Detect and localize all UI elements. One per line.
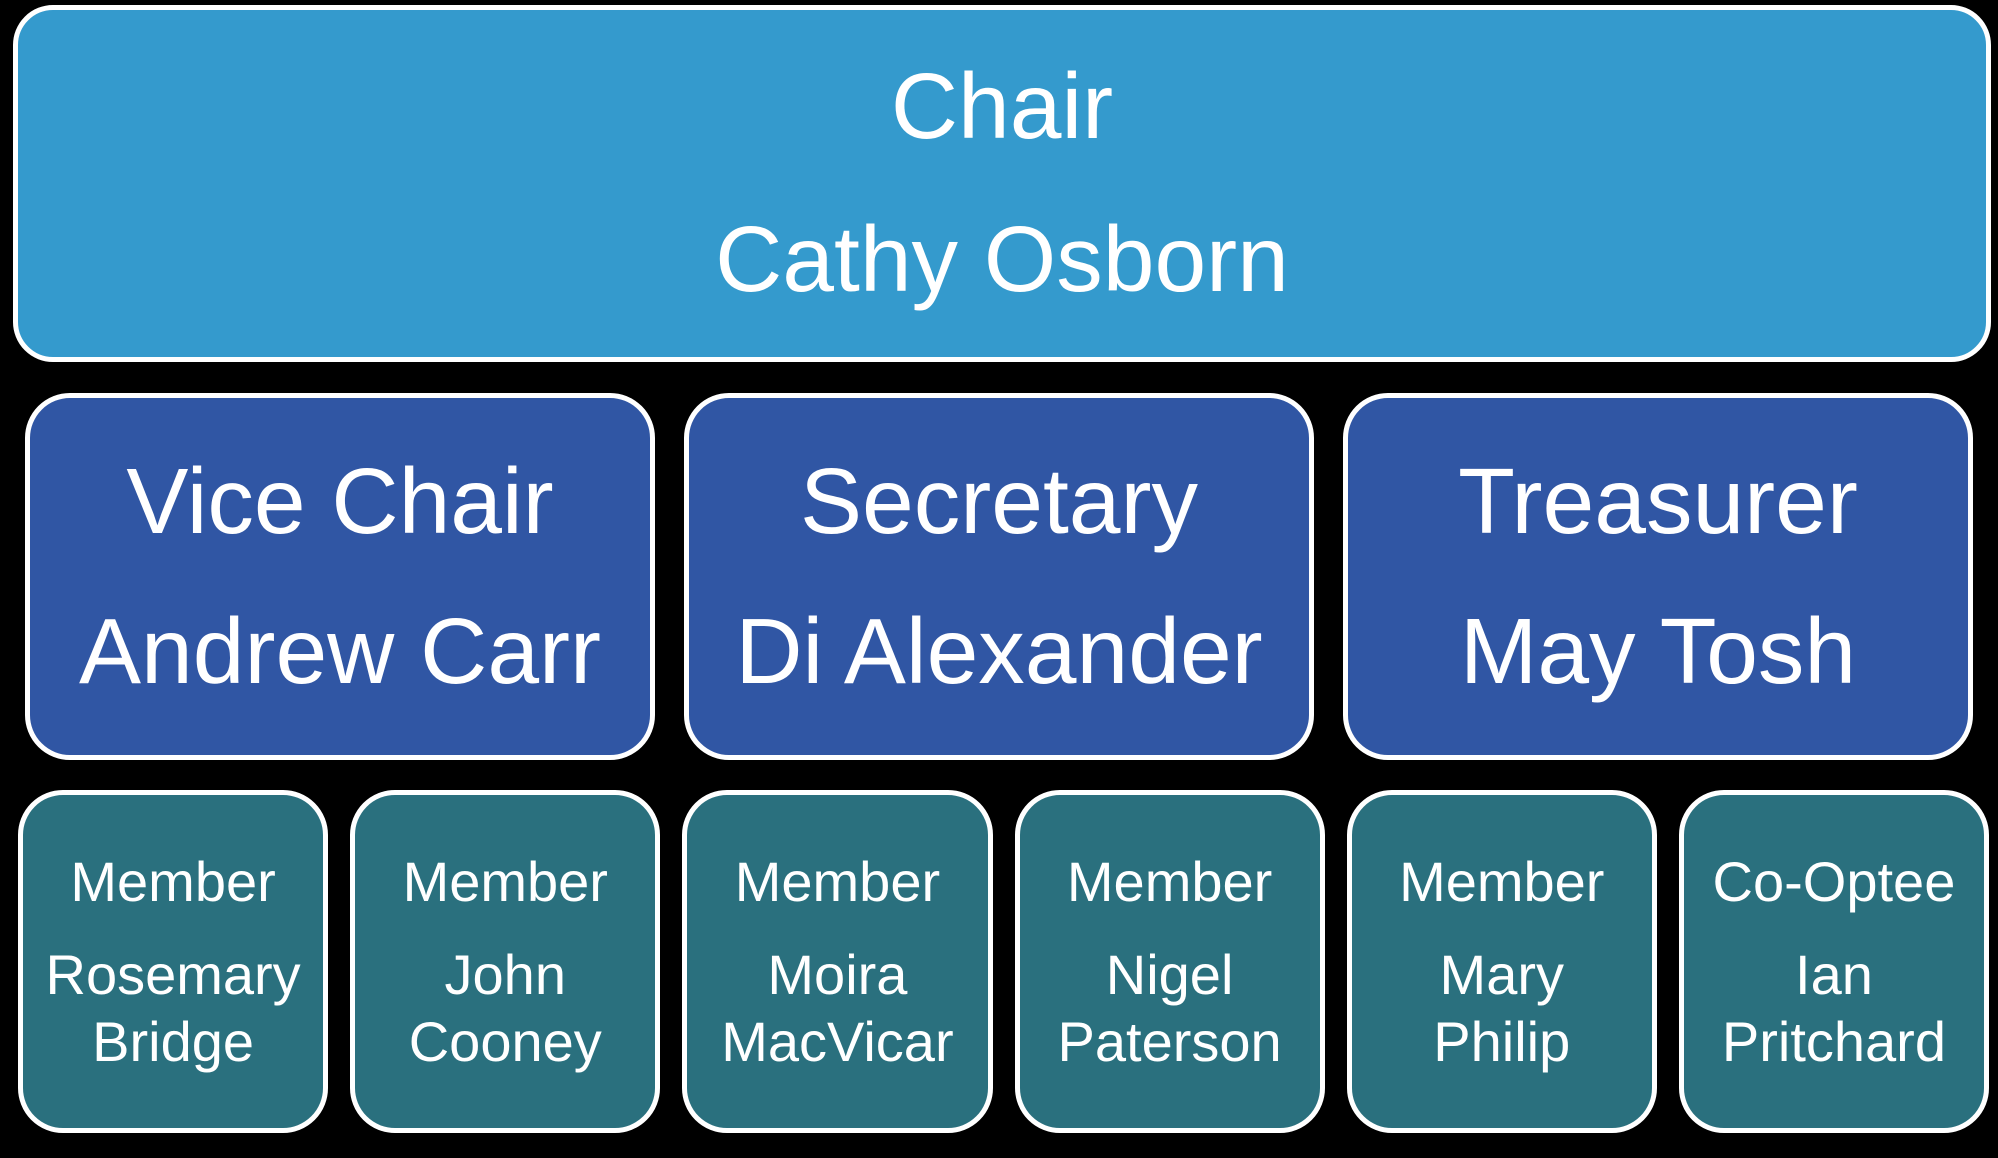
officer-row: Vice Chair Andrew Carr Secretary Di Alex…	[25, 393, 1973, 760]
chair-name-label: Cathy Osborn	[715, 207, 1289, 311]
member-role-label: Member	[402, 849, 608, 913]
member-name-label: Rosemary Bridge	[45, 942, 301, 1074]
member-role-label: Member	[70, 849, 276, 913]
officer-node-secretary: Secretary Di Alexander	[684, 393, 1314, 760]
member-name-label: Ian Pritchard	[1721, 942, 1946, 1074]
officer-role-label: Vice Chair	[126, 448, 554, 553]
member-name-label: John Cooney	[408, 942, 602, 1074]
chair-role-label: Chair	[890, 54, 1114, 159]
member-name-label: Nigel Paterson	[1057, 942, 1282, 1074]
member-name-label: Mary Philip	[1433, 942, 1571, 1074]
member-node-ian-pritchard: Co-Optee Ian Pritchard	[1678, 790, 1990, 1133]
member-node-john-cooney: Member John Cooney	[350, 790, 661, 1133]
chair-node: Chair Cathy Osborn	[13, 5, 1991, 362]
officer-name-label: Di Alexander	[735, 598, 1263, 703]
member-role-label: Member	[1399, 849, 1605, 913]
officer-name-label: May Tosh	[1459, 598, 1857, 703]
member-node-moira-macvicar: Member Moira MacVicar	[682, 790, 993, 1133]
member-role-label: Co-Optee	[1712, 849, 1956, 913]
officer-node-vice-chair: Vice Chair Andrew Carr	[25, 393, 655, 760]
officer-role-label: Treasurer	[1458, 448, 1858, 553]
member-node-mary-philip: Member Mary Philip	[1346, 790, 1657, 1133]
member-role-label: Member	[1066, 849, 1273, 913]
member-row: Member Rosemary Bridge Member John Coone…	[18, 790, 1990, 1133]
officer-role-label: Secretary	[800, 448, 1198, 553]
member-node-nigel-paterson: Member Nigel Paterson	[1014, 790, 1325, 1133]
officer-node-treasurer: Treasurer May Tosh	[1343, 393, 1973, 760]
member-role-label: Member	[734, 849, 941, 913]
officer-name-label: Andrew Carr	[79, 598, 601, 703]
member-node-rosemary-bridge: Member Rosemary Bridge	[18, 790, 329, 1133]
member-name-label: Moira MacVicar	[721, 942, 954, 1074]
